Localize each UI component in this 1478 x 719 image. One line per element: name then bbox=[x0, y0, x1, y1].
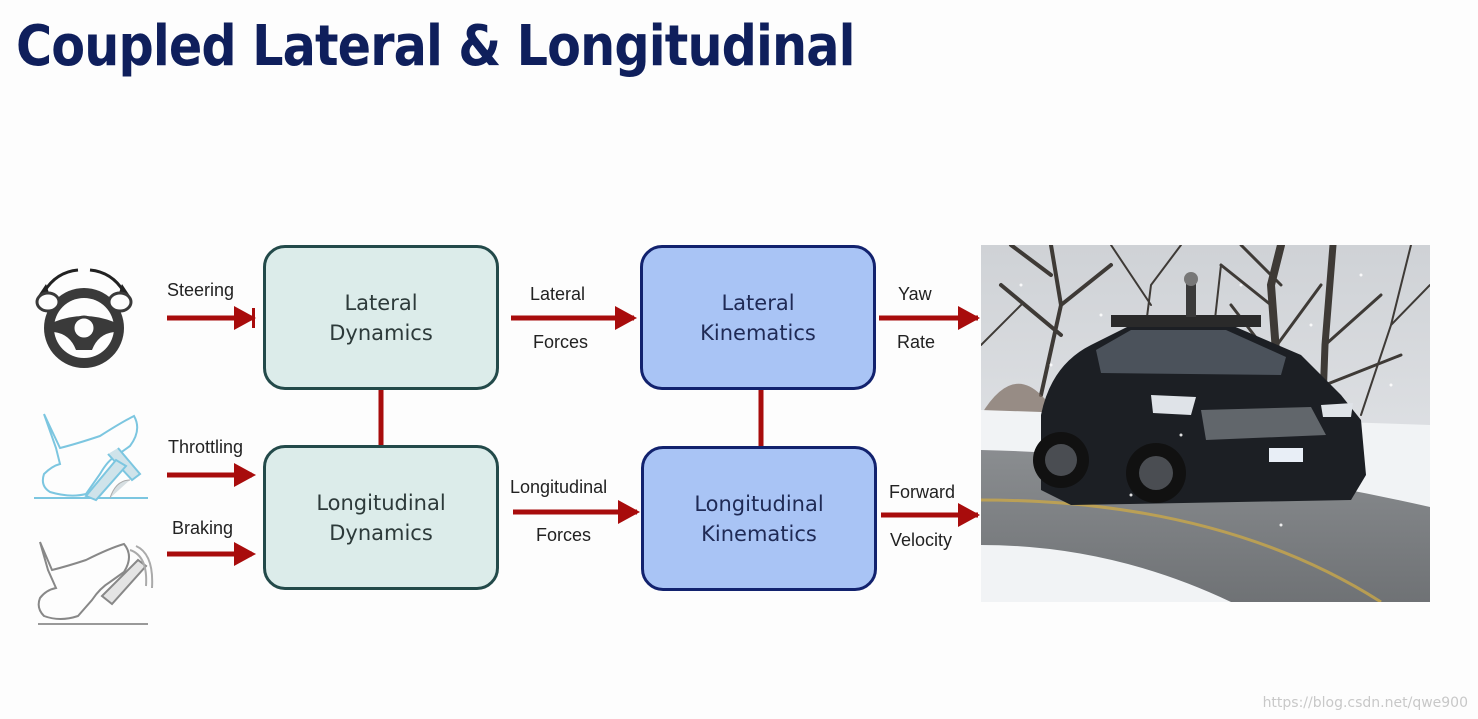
steering-wheel-icon bbox=[35, 268, 133, 368]
throttling-label: Throttling bbox=[168, 437, 244, 457]
rate-label: Rate bbox=[897, 332, 936, 352]
brake-pedal-icon bbox=[37, 541, 154, 625]
braking-label: Braking bbox=[172, 518, 234, 538]
longitudinal-kinematics-line2: Kinematics bbox=[701, 521, 817, 546]
watermark: https://blog.csdn.net/qwe900 bbox=[1262, 695, 1468, 711]
longitudinal-kinematics-line1: Longitudinal bbox=[694, 491, 824, 516]
slide-title: Coupled Lateral & Longitudinal bbox=[16, 14, 856, 79]
lateral-kinematics-block: Lateral Kinematics bbox=[640, 245, 876, 390]
lateral-dynamics-line1: Lateral bbox=[344, 290, 418, 315]
lateral-forces-label-bottom: Forces bbox=[533, 332, 589, 352]
yaw-label: Yaw bbox=[898, 284, 932, 304]
longitudinal-dynamics-line2: Dynamics bbox=[329, 520, 433, 545]
steering-label: Steering bbox=[167, 280, 235, 300]
velocity-label: Velocity bbox=[890, 530, 953, 550]
autonomous-car-photo bbox=[981, 245, 1430, 602]
lateral-dynamics-line2: Dynamics bbox=[329, 320, 433, 345]
longitudinal-forces-label-bottom: Forces bbox=[536, 525, 592, 545]
longitudinal-dynamics-line1: Longitudinal bbox=[316, 490, 446, 515]
longitudinal-dynamics-block: Longitudinal Dynamics bbox=[263, 445, 499, 590]
throttle-pedal-icon bbox=[34, 413, 148, 502]
forward-label: Forward bbox=[889, 482, 956, 502]
lateral-kinematics-line2: Kinematics bbox=[700, 320, 816, 345]
lateral-forces-label-top: Lateral bbox=[530, 284, 586, 304]
lateral-dynamics-block: Lateral Dynamics bbox=[263, 245, 499, 390]
lateral-kinematics-line1: Lateral bbox=[721, 290, 795, 315]
longitudinal-kinematics-block: Longitudinal Kinematics bbox=[641, 446, 877, 591]
longitudinal-forces-label-top: Longitudinal bbox=[510, 477, 608, 497]
